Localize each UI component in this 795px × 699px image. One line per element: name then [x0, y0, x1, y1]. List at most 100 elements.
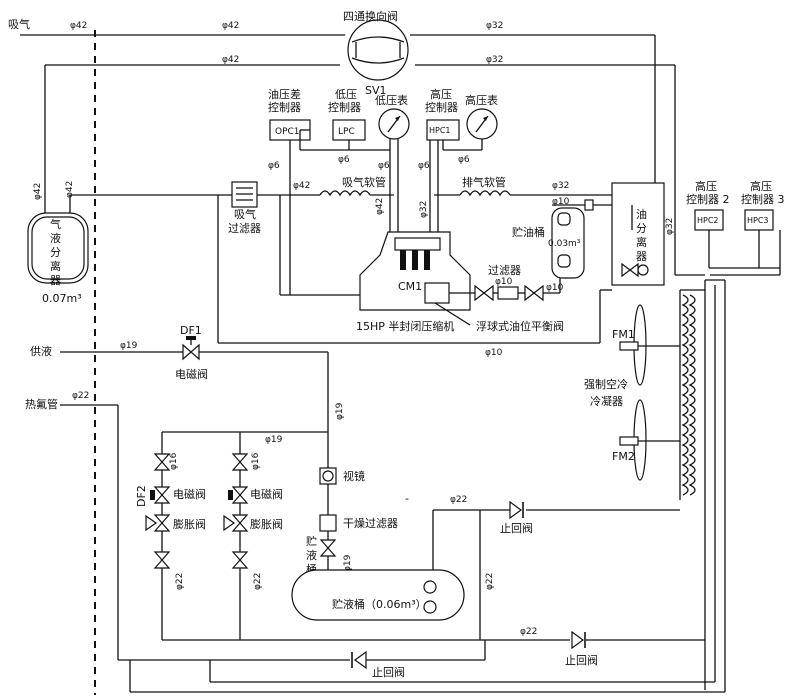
- separator-char: 离: [50, 259, 61, 273]
- shutoff-valve-icon: [153, 551, 171, 569]
- solenoid-valve-label: 电磁阀: [175, 367, 208, 381]
- check-valve-label: 止回阀: [565, 653, 598, 667]
- dia-label: φ22: [450, 495, 467, 505]
- solenoid-valve-icon: [524, 284, 544, 302]
- opc-label: OPC1: [275, 127, 300, 137]
- oil-sep-char: 油: [636, 207, 647, 221]
- lpc-label: LPC: [338, 127, 355, 137]
- suction-filter-title-1: 吸气: [234, 207, 256, 221]
- condenser-coil: [681, 294, 696, 496]
- dia-label: φ10: [485, 348, 503, 358]
- dia-label: φ42: [33, 183, 43, 200]
- oil-sep-char: 分: [636, 222, 647, 235]
- receiver-side-char: 贮: [306, 535, 317, 548]
- suction-filter-title-2: 过滤器: [228, 222, 261, 235]
- shutoff-valve-icon: [231, 453, 249, 471]
- float-icon: [621, 262, 649, 278]
- condenser-title-2: 冷凝器: [590, 394, 623, 408]
- high-gauge-icon: [466, 108, 498, 140]
- dia-label: φ22: [175, 573, 185, 590]
- condenser-title-1: 强制空冷: [584, 377, 628, 391]
- sight-glass-label: 视镜: [343, 469, 365, 483]
- shutoff-valve-icon: [153, 453, 171, 471]
- hot-gas-label: 热氟管: [25, 397, 58, 411]
- hpc1-title-1: 高压: [430, 87, 452, 101]
- intake-label: 吸气: [8, 17, 30, 31]
- shutoff-valve-icon: [231, 551, 249, 569]
- dia-label: φ6: [268, 161, 280, 171]
- dia-label: φ42: [222, 21, 239, 31]
- lpc-title-1: 低压: [335, 88, 357, 101]
- dia-label: φ32: [552, 181, 569, 191]
- separator-char: 气: [50, 217, 61, 231]
- separator-char: 液: [50, 231, 61, 245]
- dia-label: φ22: [72, 391, 89, 401]
- oil-balance-line: [449, 278, 561, 294]
- receiver-side-char: 桶: [306, 562, 317, 576]
- liquid-receiver: [291, 569, 465, 621]
- dia-label: φ22: [485, 573, 495, 590]
- supply-label: 供液: [30, 344, 52, 358]
- check-valve-icon: [351, 650, 367, 670]
- control-tubes: [289, 129, 483, 295]
- hpc2-title-1: 高压: [695, 179, 717, 193]
- dia-label: φ42: [293, 181, 310, 191]
- receiver-label: 贮液桶（0.06m³）: [332, 597, 427, 611]
- dia-label: φ10: [552, 197, 570, 207]
- hpc2-label: HPC2: [697, 216, 719, 225]
- suction-hose-label: 吸气软管: [342, 175, 386, 189]
- expansion-valve-label: 膨胀阀: [250, 517, 283, 531]
- dia-label: φ42: [65, 181, 75, 198]
- df2-label: DF2: [135, 485, 148, 507]
- filter-label: 过滤器: [488, 264, 521, 277]
- expansion-valve-label: 膨胀阀: [173, 517, 206, 531]
- suction-line: [69, 190, 394, 215]
- separator-char: 分: [50, 246, 61, 259]
- dry-filter-box: [319, 514, 337, 532]
- fan-icon: [619, 399, 680, 481]
- minus-mark: -: [405, 492, 409, 505]
- sv1-label: SV1: [365, 84, 387, 97]
- float-valve-label: 浮球式油位平衡阀: [476, 319, 564, 333]
- dia-label: φ6: [378, 161, 390, 171]
- oil-reservoir-label: 贮油桶: [512, 225, 545, 239]
- check-valve-label: 止回阀: [500, 521, 533, 535]
- dia-label: φ22: [520, 627, 537, 637]
- opc-title-1: 油压差: [268, 87, 301, 101]
- dia-label: φ32: [665, 218, 675, 235]
- dia-label: φ42: [375, 198, 385, 215]
- hpc3-label: HPC3: [747, 216, 769, 225]
- four-way-valve-icon: [347, 19, 409, 81]
- intake-pipe: [20, 34, 656, 195]
- solenoid-valve-icon: [228, 486, 249, 504]
- solenoid-valve-label: 电磁阀: [173, 487, 206, 501]
- discharge-hose-label: 排气软管: [462, 175, 506, 189]
- fm1-label: FM1: [612, 328, 635, 341]
- low-gauge-label: 低压表: [375, 93, 408, 107]
- hpc3-title-1: 高压: [750, 179, 772, 193]
- df1-label: DF1: [180, 324, 202, 337]
- hpc2-title-2: 控制器 2: [686, 192, 730, 206]
- dry-filter-label: 干燥过滤器: [343, 517, 398, 530]
- dia-label: φ19: [343, 554, 353, 572]
- dia-label: φ10: [495, 277, 513, 287]
- compressor-icon: [359, 231, 471, 311]
- lpc-title-2: 控制器: [328, 100, 361, 114]
- oil-sep-char: 离: [636, 235, 647, 249]
- discharge-line: [434, 190, 612, 197]
- sight-glass-icon: [319, 467, 337, 485]
- dia-label: φ42: [70, 21, 87, 31]
- check-valve-label: 止回阀: [372, 665, 405, 679]
- dia-label: φ32: [486, 21, 503, 31]
- shutoff-valve-icon: [319, 539, 337, 557]
- df1-solenoid-valve-icon: [182, 336, 200, 361]
- separator-char: 器: [50, 274, 61, 287]
- dia-label: φ19: [265, 435, 283, 445]
- check-valve-icon: [509, 500, 524, 520]
- df2-solenoid-valve-icon: [150, 486, 171, 504]
- fm2-label: FM2: [612, 450, 635, 463]
- expansion-valve-icon: [223, 514, 249, 532]
- dia-label: φ19: [335, 402, 345, 420]
